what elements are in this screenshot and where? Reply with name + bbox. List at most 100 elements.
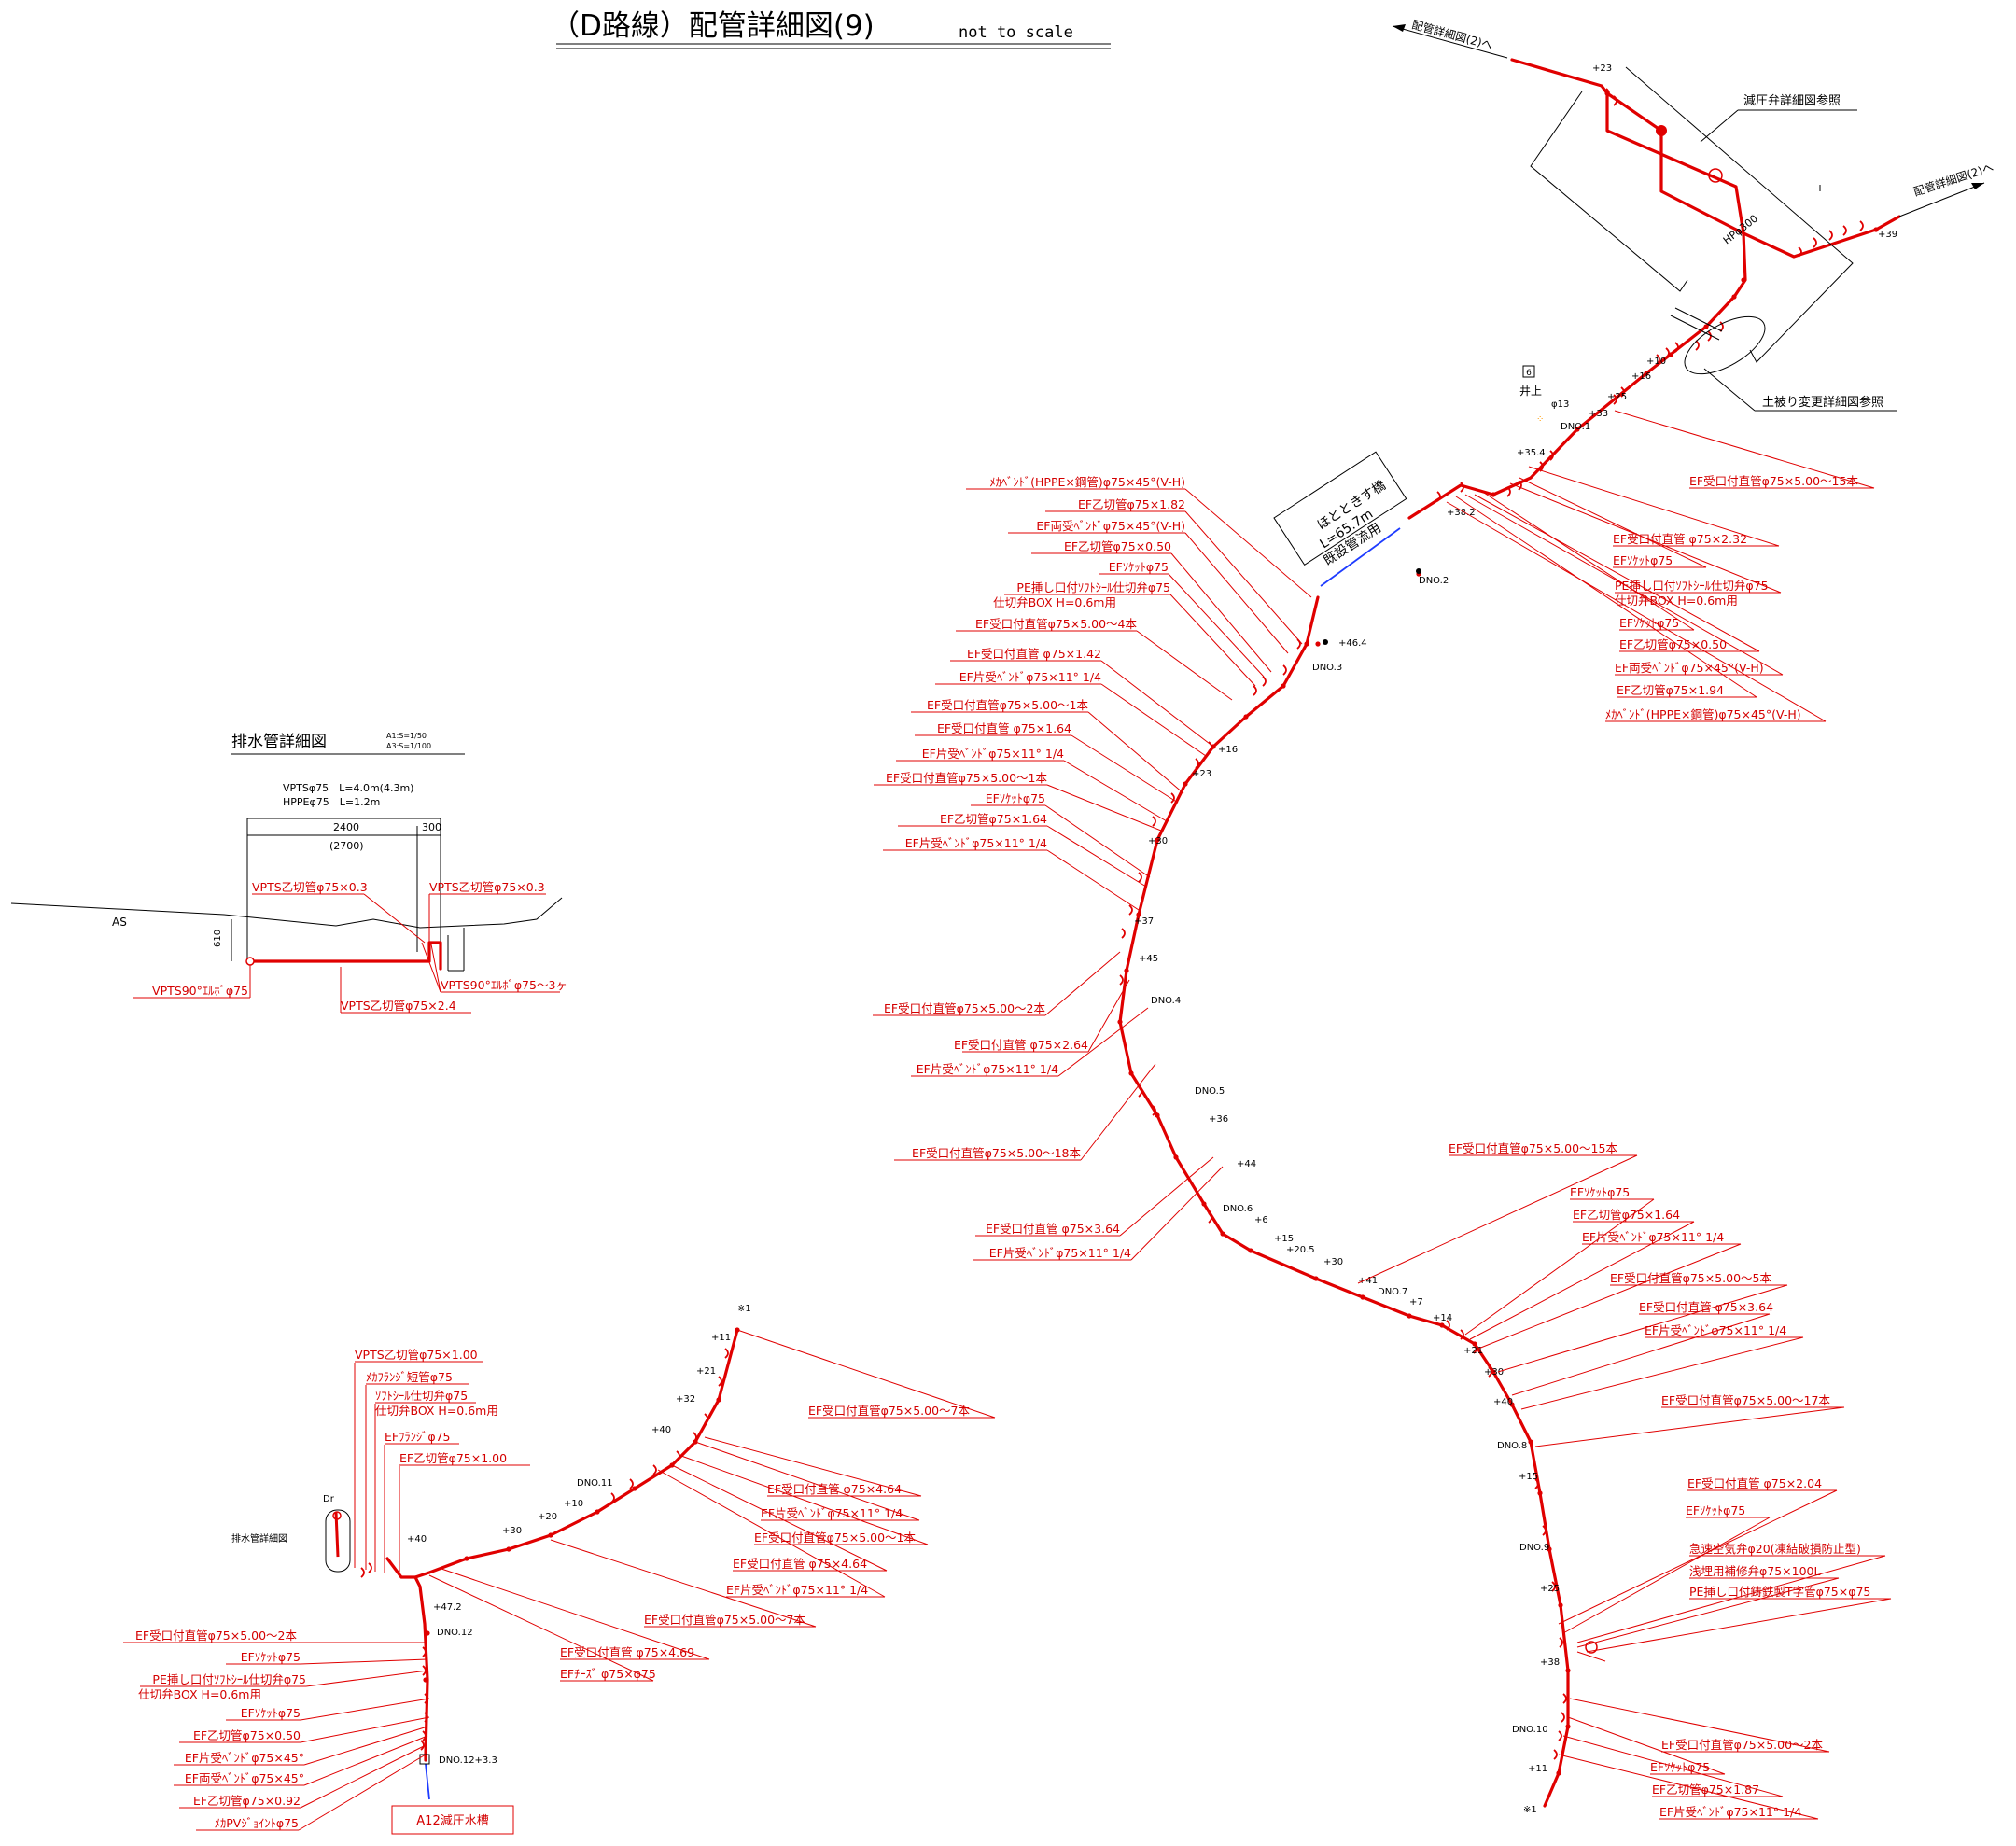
- station-label: +45: [1139, 954, 1158, 964]
- prv-block: 減圧弁詳細図参照 土被り変更詳細図参照 HPφ300 配管詳細図(2)へ 配管詳…: [1392, 17, 1995, 425]
- station-dot: [1155, 837, 1160, 843]
- station-label: +20: [538, 1512, 557, 1522]
- drain-label: VPTS乙切管φ75×0.3: [429, 880, 545, 894]
- fitting-label: EF両受ﾍﾞﾝﾄﾞφ75×45°: [185, 1771, 304, 1785]
- tank-label: A12減圧水槽: [416, 1813, 488, 1828]
- station-dot: [1155, 1112, 1160, 1118]
- dim-hppe: HPPEφ75 L=1.2m: [283, 796, 380, 808]
- station-dot: [1472, 1341, 1477, 1347]
- fitting-label: EF受口付直管φ75×5.00～18本: [912, 1146, 1081, 1160]
- house-name: 井上: [1519, 385, 1542, 398]
- fitting-label: EF片受ﾍﾞﾝﾄﾞφ75×11° 1/4: [1645, 1323, 1786, 1337]
- bridge: ほとときす橋 L=65.7m 既設管流用: [1273, 451, 1407, 568]
- fitting-label: PE挿し口付ｿﾌﾄｼｰﾙ仕切弁φ75: [1016, 580, 1170, 594]
- fitting-label: ﾒｶﾍﾞﾝﾄﾞ(HPPE×鋼管)φ75×45°(V-H): [989, 475, 1185, 489]
- fitting-label: EF受口付直管 φ75×1.42: [967, 647, 1101, 661]
- fitting-label: 急速空気弁φ20(凍結破損防止型): [1689, 1542, 1861, 1556]
- station-dot: [423, 1677, 428, 1683]
- fitting-label: EF片受ﾍﾞﾝﾄﾞφ75×11° 1/4: [959, 670, 1101, 684]
- station-label: +7: [1409, 1297, 1423, 1308]
- fitting-label: EF乙切管φ75×0.50: [1619, 637, 1727, 651]
- station-dot: [716, 1397, 721, 1403]
- fitting-label: EF片受ﾍﾞﾝﾄﾞφ75×11° 1/4: [917, 1062, 1058, 1076]
- station-label: ※1: [1523, 1805, 1537, 1815]
- fitting-label: EFｿｹｯﾄφ75: [241, 1706, 301, 1720]
- station-dot: [1556, 1770, 1561, 1776]
- fitting-label: EFｿｹｯﾄφ75: [986, 791, 1045, 805]
- station-dot: [1407, 1313, 1412, 1319]
- station-label: Dr: [323, 1494, 335, 1504]
- fitting-label: EF片受ﾍﾞﾝﾄﾞφ75×11° 1/4: [726, 1583, 868, 1597]
- station-dot: [1220, 1231, 1225, 1237]
- drain-title: 排水管詳細図: [231, 733, 327, 751]
- station-label: +41: [1358, 1276, 1378, 1286]
- service-mark: ⁘: [1536, 414, 1544, 425]
- station-label: +40: [651, 1425, 671, 1435]
- fitting-label: EF乙切管φ75×0.50: [193, 1728, 301, 1742]
- drain-label: VPTS90°ｴﾙﾎﾞφ75～3ヶ: [441, 978, 567, 992]
- station-label: +20.5: [1286, 1245, 1315, 1255]
- station-label: DNO.12+3.3: [439, 1755, 497, 1766]
- station-label: +30: [1148, 836, 1168, 846]
- drain-label: VPTS乙切管φ75×0.3: [252, 880, 368, 894]
- fitting-label: EF受口付直管 φ75×4.69: [560, 1645, 694, 1659]
- dim-610: 610: [213, 930, 223, 947]
- fitting-label: EF受口付直管φ75×5.00～2本: [135, 1629, 297, 1643]
- fitting-label: EF受口付直管 φ75×1.64: [937, 721, 1071, 735]
- scale-note: not to scale: [959, 23, 1073, 42]
- prv-ref-label: 減圧弁詳細図参照: [1743, 93, 1841, 108]
- fitting-label: EFｿｹｯﾄφ75: [241, 1650, 301, 1664]
- dim-2700: (2700): [329, 840, 364, 852]
- fitting-label: EF片受ﾍﾞﾝﾄﾞφ75×11° 1/4: [761, 1506, 903, 1520]
- pressure-valve-icon: [1656, 125, 1667, 136]
- station-dot: [1528, 1439, 1533, 1445]
- fitting-label: EF乙切管φ75×0.50: [1064, 539, 1171, 553]
- fitting-label: EFｿｹｯﾄφ75: [1109, 560, 1169, 574]
- fitting-label: EF乙切管φ75×0.92: [193, 1794, 301, 1808]
- fitting-label: EF受口付直管 φ75×3.64: [1639, 1300, 1773, 1314]
- station-label: +30: [1323, 1257, 1343, 1267]
- fitting-label: EF受口付直管φ75×5.00～15本: [1449, 1141, 1617, 1155]
- station-label: +21: [696, 1366, 716, 1377]
- fitting-label: EFﾌﾗﾝｼﾞφ75: [385, 1430, 451, 1444]
- fitting-label: 仕切弁BOX H=0.6m用: [993, 595, 1116, 609]
- station-label: +10: [564, 1499, 583, 1509]
- station-dot: [1491, 1369, 1496, 1375]
- station-dot: [1117, 1019, 1123, 1025]
- air-valve-icon: [1585, 1641, 1598, 1654]
- station-dot: [1315, 641, 1321, 647]
- station-dot: [1173, 1154, 1179, 1160]
- fitting-label: EF受口付直管φ75×5.00～4本: [975, 617, 1137, 631]
- station-label: +46.4: [1338, 638, 1367, 649]
- fitting-label: EF片受ﾍﾞﾝﾄﾞφ75×11° 1/4: [1659, 1805, 1801, 1819]
- fitting-label: 仕切弁BOX H=0.6m用: [375, 1404, 498, 1418]
- station-dot: [1565, 1724, 1571, 1729]
- station-label: +23: [1592, 63, 1612, 74]
- station-dot: [1644, 371, 1649, 376]
- station-dot: [1668, 352, 1673, 357]
- station-dot: [1281, 683, 1286, 689]
- to-detail-right: 配管詳細図(2)へ: [1911, 160, 1995, 199]
- station-label: DNO.11: [577, 1478, 613, 1489]
- station-label: DNO.12: [437, 1628, 473, 1638]
- station-dot: [1136, 912, 1141, 917]
- station-dot: [1313, 1276, 1319, 1281]
- tank-pipe: [425, 1763, 430, 1800]
- fitting-label: EFﾁｰｽﾞ φ75×φ75: [560, 1667, 656, 1681]
- station-dot: [632, 1486, 637, 1491]
- fitting-label: EF乙切管φ75×1.00: [399, 1451, 507, 1465]
- station-label: DNO.6: [1223, 1204, 1253, 1214]
- fitting-label: EF受口付直管φ75×5.00～2本: [1661, 1738, 1823, 1752]
- air-valve-icon: [1708, 168, 1723, 183]
- station-label: +39: [1878, 230, 1897, 240]
- station-dot: [1575, 427, 1580, 432]
- fitting-label: EF乙切管φ75×1.94: [1617, 683, 1724, 697]
- as-label: AS: [112, 916, 127, 929]
- fitting-label: EF受口付直管φ75×5.00～5本: [1610, 1271, 1771, 1285]
- station-label: +15: [1274, 1234, 1294, 1244]
- fitting-label: EF片受ﾍﾞﾝﾄﾞφ75×11° 1/4: [922, 747, 1064, 761]
- fitting-label: EF両受ﾍﾞﾝﾄﾞφ75×45°(V-H): [1036, 519, 1185, 533]
- station-label: +30: [1484, 1367, 1504, 1378]
- cover-change-ellipse: [1684, 315, 1766, 375]
- drain-label: VPTS乙切管φ75×2.4: [341, 999, 456, 1013]
